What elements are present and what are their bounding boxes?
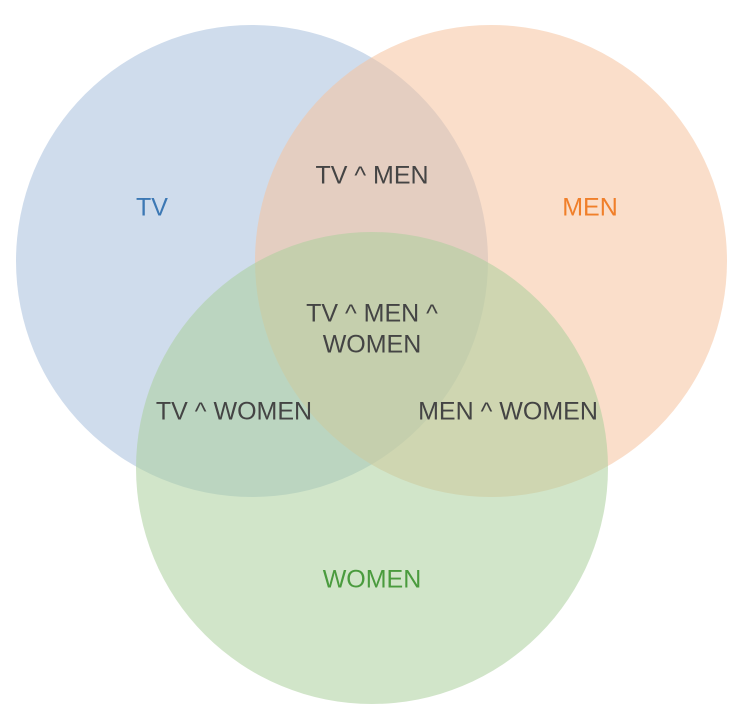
label-men: MEN	[562, 194, 618, 222]
label-tv-men-women-line2: WOMEN	[323, 331, 422, 359]
label-tv-women: TV ^ WOMEN	[156, 398, 312, 426]
circle-women[interactable]	[136, 232, 608, 704]
label-women: WOMEN	[323, 566, 422, 594]
label-men-women: MEN ^ WOMEN	[418, 398, 598, 426]
label-tv-men: TV ^ MEN	[315, 162, 428, 190]
label-tv: TV	[136, 194, 168, 222]
label-tv-men-women-line1: TV ^ MEN ^	[306, 300, 438, 328]
